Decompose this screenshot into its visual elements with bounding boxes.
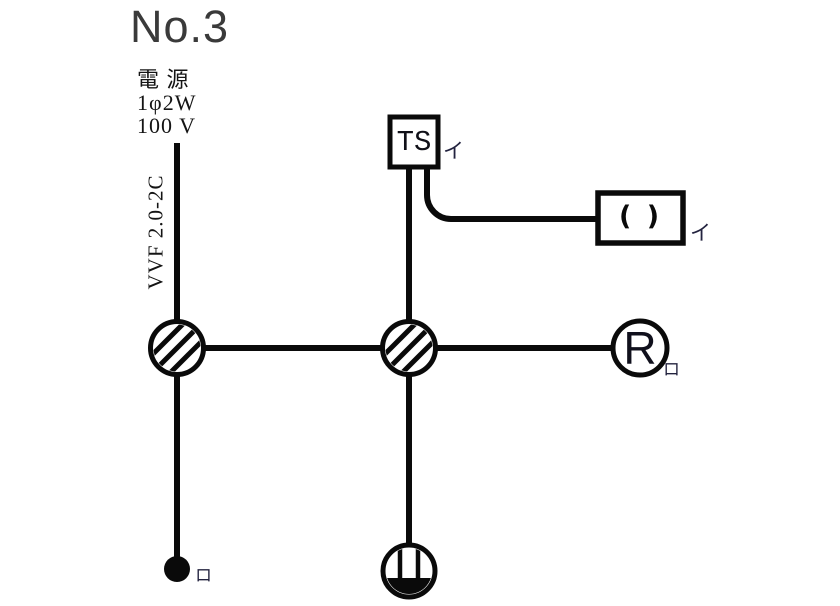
lamp-receptacle-label: R [623,322,657,374]
power-source-block: 電 源 1φ2W 100 V [137,68,196,137]
junction-box-a-icon [148,319,206,377]
circuit-mark-receptacle: ロ [663,360,680,380]
circuit-mark-time-switch: イ [443,139,464,163]
circuit-mark-rosette: イ [690,221,711,245]
ceiling-rosette-symbol: ( ) [618,200,663,232]
circuit-mark-switch: ロ [195,566,212,586]
switch-dot-icon [164,556,190,582]
lamp-receptacle-circle [610,318,670,378]
power-source-name: 電 源 [137,67,190,92]
outlet-icon [380,542,438,600]
ceiling-rosette-box [595,190,686,246]
power-source-phase: 1φ2W [137,90,197,115]
time-switch-box [387,114,441,170]
wire-timeswitch-to-rosette [424,165,598,222]
junction-box-b-icon [380,319,438,377]
time-switch-label: TS [396,125,432,159]
power-source-voltage: 100 V [137,113,196,138]
cable-type-label: VVF 2.0-2C [143,174,168,290]
page-title: No.3 [130,1,230,52]
